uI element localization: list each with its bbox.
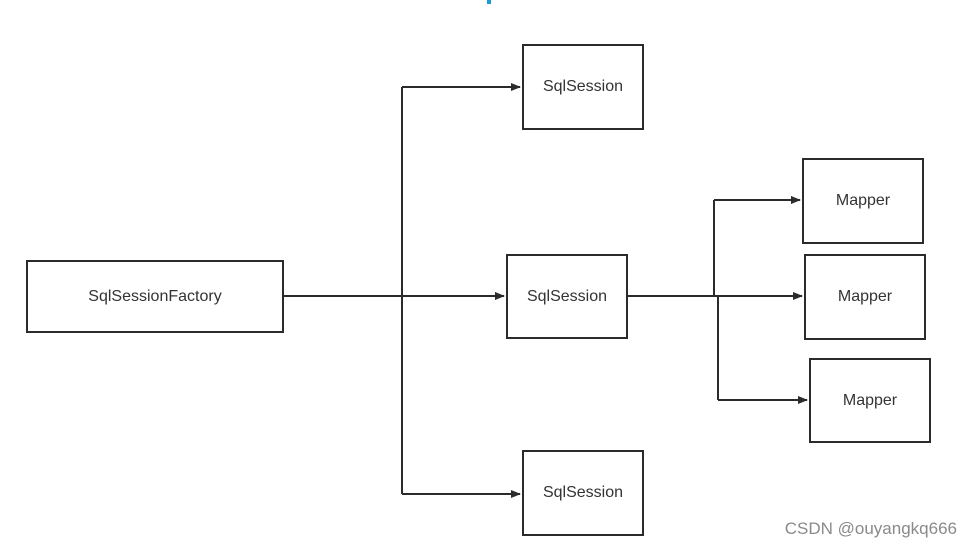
- node-mapper-1-label: Mapper: [835, 192, 891, 209]
- node-sqlsession-middle-label: SqlSession: [526, 287, 608, 305]
- node-mapper-2-label: Mapper: [837, 288, 893, 305]
- node-sqlsession-bottom: SqlSession: [522, 450, 644, 536]
- node-mapper-3: Mapper: [809, 358, 931, 443]
- node-mapper-1: Mapper: [802, 158, 924, 244]
- node-mapper-2: Mapper: [804, 254, 926, 340]
- node-sqlsessionfactory: SqlSessionFactory: [26, 260, 284, 333]
- node-sqlsessionfactory-label: SqlSessionFactory: [88, 287, 222, 305]
- node-sqlsession-top-label: SqlSession: [542, 78, 624, 95]
- node-mapper-3-label: Mapper: [842, 391, 898, 409]
- top-accent-mark: [487, 0, 491, 4]
- csdn-watermark: CSDN @ouyangkq666: [784, 519, 957, 538]
- node-sqlsession-bottom-label: SqlSession: [542, 484, 624, 501]
- node-sqlsession-middle: SqlSession: [506, 254, 628, 339]
- node-sqlsession-top: SqlSession: [522, 44, 644, 130]
